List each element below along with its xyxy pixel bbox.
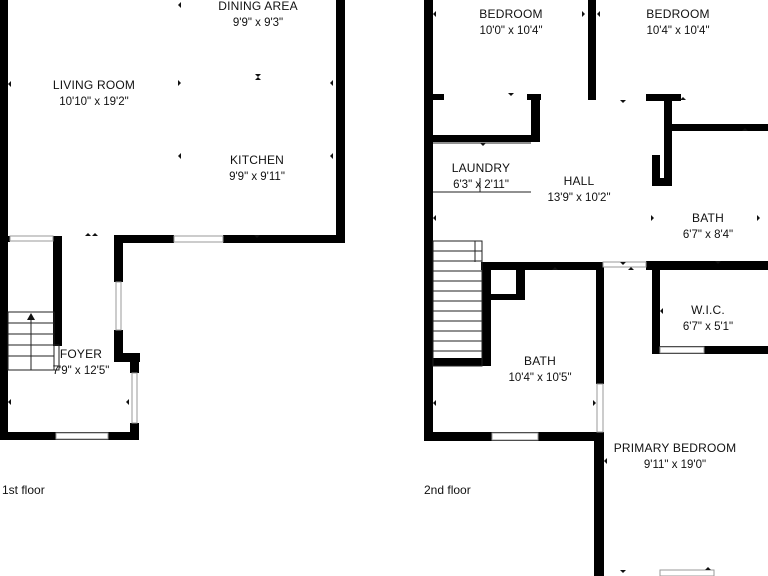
room-foyer: FOYER 7'9" x 12'5": [53, 347, 110, 377]
room-dimensions: 10'4" x 10'4": [646, 25, 709, 37]
second-floor-windows: [491, 261, 715, 576]
second-floor-walls: [424, 0, 768, 576]
room-wic: W.I.C. 6'7" x 5'1": [683, 303, 733, 333]
room-dimensions: 6'7" x 8'4": [683, 229, 733, 241]
room-hall: HALL 13'9" x 10'2": [547, 174, 610, 204]
room-dimensions: 9'9" x 9'11": [229, 171, 285, 183]
second-floor-plan: BEDROOM 10'0" x 10'4" BEDROOM 10'4" x 10…: [424, 0, 768, 576]
room-living-room: LIVING ROOM 10'10" x 19'2": [53, 78, 135, 108]
room-bath-lower: BATH 10'4" x 10'5": [508, 354, 571, 384]
room-name: BATH: [524, 354, 556, 368]
first-floor-plan: DINING AREA 9'9" x 9'3" LIVING ROOM 10'1…: [0, 0, 345, 497]
first-floor-stairs: [7, 311, 60, 371]
room-name: DINING AREA: [218, 0, 298, 13]
room-name: BEDROOM: [479, 7, 542, 21]
first-floor-marks: [8, 2, 333, 405]
second-floor-stairs: [432, 240, 483, 367]
room-name: HALL: [564, 174, 595, 188]
room-bath-upper: BATH 6'7" x 8'4": [683, 211, 733, 241]
room-primary-bedroom: PRIMARY BEDROOM 9'11" x 19'0": [614, 441, 737, 471]
room-name: W.I.C.: [691, 303, 725, 317]
room-dimensions: 10'0" x 10'4": [479, 25, 542, 37]
room-dimensions: 7'9" x 12'5": [53, 365, 110, 377]
room-bedroom-left: BEDROOM 10'0" x 10'4": [479, 7, 542, 37]
room-name: KITCHEN: [230, 153, 284, 167]
room-dimensions: 9'9" x 9'3": [233, 17, 283, 29]
room-dining-area: DINING AREA 9'9" x 9'3": [218, 0, 298, 29]
first-floor-windows: [9, 235, 224, 440]
room-name: BEDROOM: [646, 7, 709, 21]
room-dimensions: 10'4" x 10'5": [508, 372, 571, 384]
room-laundry: LAUNDRY 6'3" x 2'11": [452, 161, 511, 191]
room-dimensions: 6'7" x 5'1": [683, 321, 733, 333]
room-name: PRIMARY BEDROOM: [614, 441, 737, 455]
room-bedroom-right: BEDROOM 10'4" x 10'4": [646, 7, 709, 37]
room-name: FOYER: [60, 347, 102, 361]
room-kitchen: KITCHEN 9'9" x 9'11": [229, 153, 285, 183]
room-name: LIVING ROOM: [53, 78, 135, 92]
room-dimensions: 13'9" x 10'2": [547, 192, 610, 204]
floor-label-first: 1st floor: [2, 483, 45, 497]
room-dimensions: 9'11" x 19'0": [644, 459, 706, 471]
room-dimensions: 10'10" x 19'2": [59, 96, 128, 108]
floor-label-second: 2nd floor: [424, 483, 471, 497]
room-dimensions: 6'3" x 2'11": [453, 179, 509, 191]
room-name: BATH: [692, 211, 724, 225]
second-floor-marks: [433, 11, 760, 573]
room-name: LAUNDRY: [452, 161, 511, 175]
